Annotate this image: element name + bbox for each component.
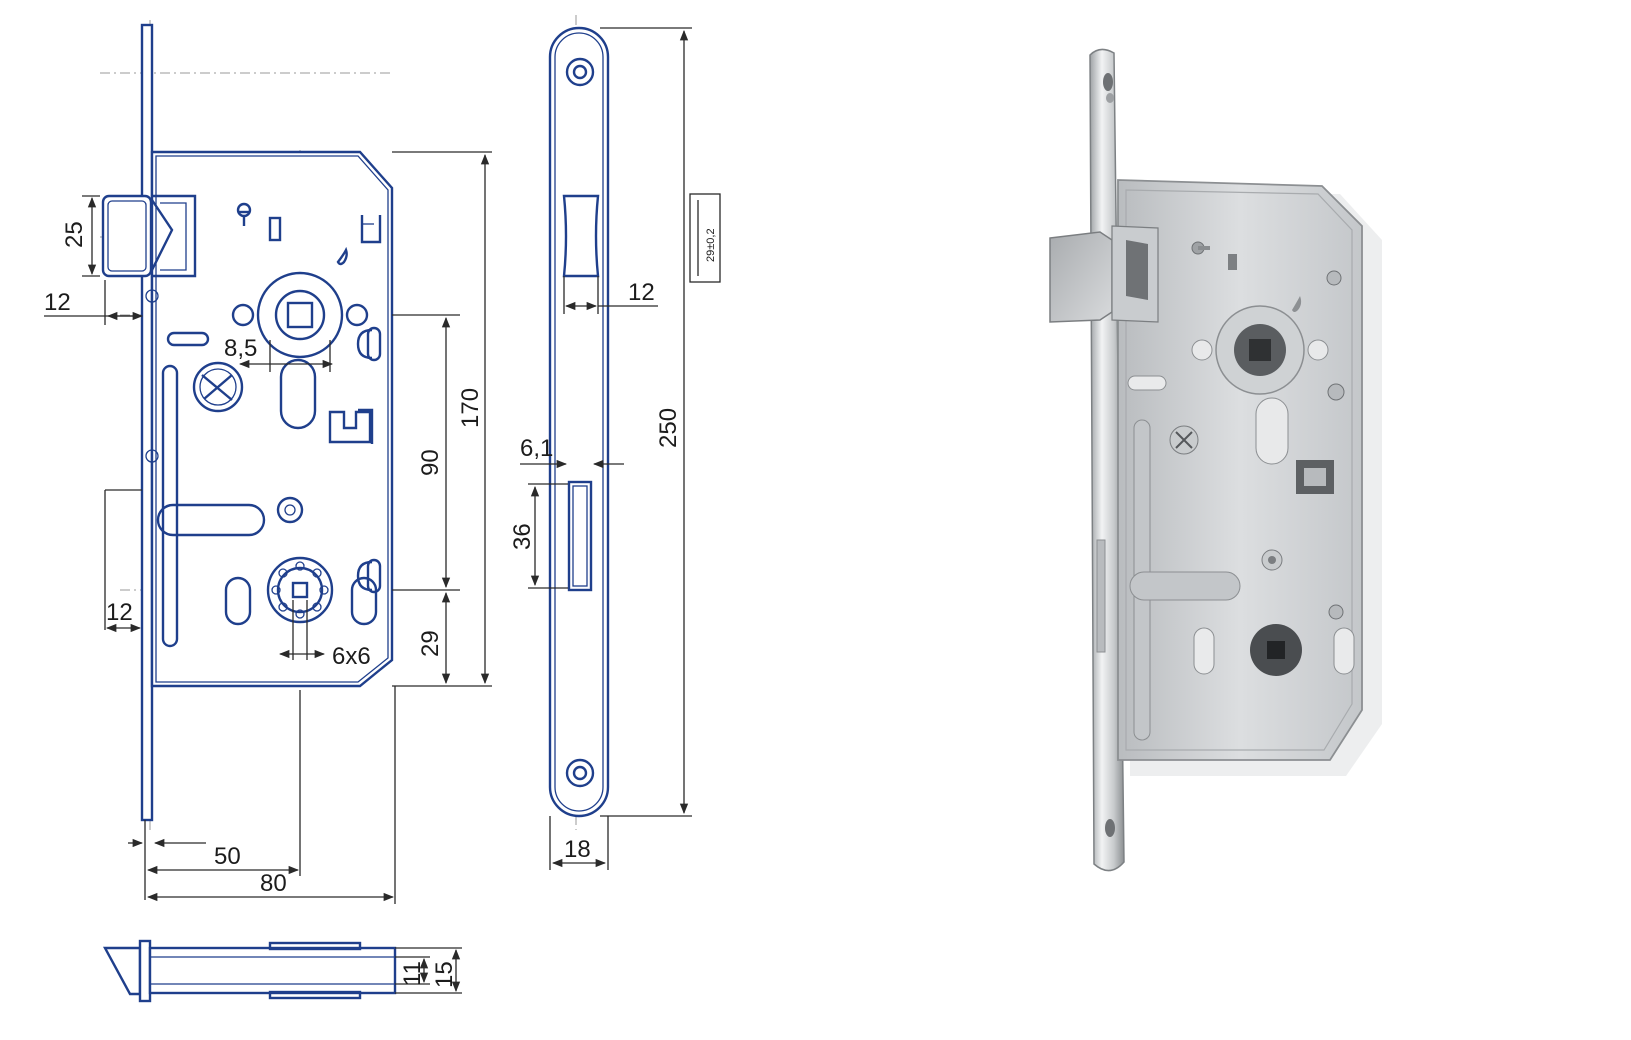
case-screw xyxy=(192,361,244,413)
forend-plate xyxy=(140,23,154,822)
dim-tolerance: 29±0,2 xyxy=(705,228,717,262)
dim-50: 50 xyxy=(214,843,241,870)
upper-follower-photo xyxy=(1191,305,1329,395)
dimensions-layer: 25 12 8,5 90 170 29 6x6 12 xyxy=(44,27,721,994)
dim-15: 15 xyxy=(431,961,458,988)
lock-case-photo xyxy=(1117,179,1363,761)
upper-spindle-follower xyxy=(231,271,369,359)
dim-18: 18 xyxy=(564,836,591,863)
dim-8-5: 8,5 xyxy=(224,335,257,362)
dim-6-1: 6,1 xyxy=(520,435,553,462)
dim-29: 29 xyxy=(417,630,444,657)
dim-6x6: 6x6 xyxy=(332,643,371,670)
dim-170: 170 xyxy=(457,388,484,428)
lock-case xyxy=(150,150,394,688)
dim-12-latch: 12 xyxy=(628,279,655,306)
latch-bolt xyxy=(101,194,197,278)
dim-36: 36 xyxy=(509,523,536,550)
bolt-opening xyxy=(567,480,593,592)
dim-11: 11 xyxy=(399,961,426,986)
latch-bolt-photo xyxy=(1049,225,1159,323)
lower-follower-photo xyxy=(1250,624,1302,676)
dim-12-top: 12 xyxy=(44,289,71,316)
dim-90: 90 xyxy=(417,449,444,476)
lower-spindle-follower xyxy=(266,556,334,624)
dim-250: 250 xyxy=(655,408,682,448)
lock-product-render xyxy=(1049,48,1382,872)
dim-80: 80 xyxy=(260,870,287,897)
dim-25: 25 xyxy=(61,221,88,248)
forend-side-view-drawing xyxy=(548,15,610,830)
dim-12-lower: 12 xyxy=(106,599,133,626)
lock-top-view-drawing xyxy=(102,939,397,1003)
lever-bar xyxy=(156,364,266,648)
lock-front-view-drawing xyxy=(100,20,400,830)
forend-strip xyxy=(548,26,610,818)
